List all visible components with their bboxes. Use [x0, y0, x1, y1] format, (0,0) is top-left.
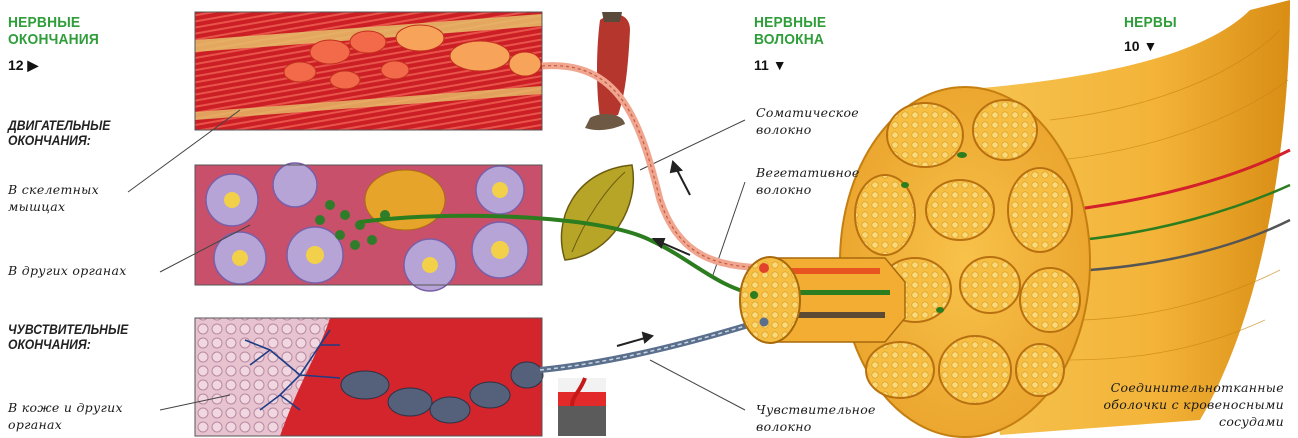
skeletal-label-line2: мышцах — [8, 198, 99, 215]
skin-label: В коже и других органах — [8, 399, 123, 433]
sheath-label-line1: Соединительнотканные — [1024, 379, 1284, 396]
sensory-fiber-label-line2: волокно — [756, 418, 876, 435]
somatic-label-line1: Соматическое — [756, 104, 859, 121]
fibers-heading: НЕРВНЫЕ ВОЛОКНА — [754, 14, 826, 48]
fiber-bundle — [740, 257, 905, 343]
somatic-fiber-label: Соматическое волокно — [756, 104, 859, 138]
sheath-label-line2: оболочки с кровеносными — [1024, 396, 1284, 413]
sheath-label-line3: сосудами — [1024, 413, 1284, 430]
skin-label-line1: В коже и других — [8, 399, 123, 416]
endings-heading-line1: НЕРВНЫЕ — [8, 14, 99, 31]
nerves-heading-line1: НЕРВЫ — [1124, 14, 1177, 31]
endings-heading: НЕРВНЫЕ ОКОНЧАНИЯ — [8, 14, 99, 48]
endings-ref: 12 ▶ — [8, 57, 38, 74]
sheath-label: Соединительнотканные оболочки с кровенос… — [1024, 379, 1284, 430]
sensory-fiber-label-line1: Чувствительное — [756, 401, 876, 418]
skin-panel — [195, 318, 543, 436]
skeletal-muscle-panel — [195, 12, 542, 130]
organ-icon — [561, 165, 633, 260]
endings-heading-line2: ОКОНЧАНИЯ — [8, 31, 99, 48]
skin-section-icon — [558, 378, 606, 436]
skin-label-line2: органах — [8, 416, 123, 433]
sensory-title-line1: ЧУВСТВИТЕЛЬНЫЕ — [8, 322, 128, 337]
nerves-ref: 10 ▼ — [1124, 38, 1157, 54]
motor-title-line2: ОКОНЧАНИЯ: — [8, 133, 110, 148]
sensory-title-line2: ОКОНЧАНИЯ: — [8, 337, 128, 352]
other-organs-label: В других органах — [8, 262, 127, 279]
sensory-fiber-label: Чувствительное волокно — [756, 401, 876, 435]
fibers-heading-line2: ВОЛОКНА — [754, 31, 826, 48]
skeletal-muscle-label: В скелетных мышцах — [8, 181, 99, 215]
vegetative-label-line2: волокно — [756, 181, 860, 198]
sensory-fiber — [540, 320, 765, 370]
motor-title-line1: ДВИГАТЕЛЬНЫЕ — [8, 118, 110, 133]
sensory-endings-title: ЧУВСТВИТЕЛЬНЫЕ ОКОНЧАНИЯ: — [8, 322, 128, 352]
skeletal-label-line1: В скелетных — [8, 181, 99, 198]
vegetative-label-line1: Вегетативное — [756, 164, 860, 181]
fibers-ref: 11 ▼ — [754, 57, 787, 73]
fibers-heading-line1: НЕРВНЫЕ — [754, 14, 826, 31]
somatic-label-line2: волокно — [756, 121, 859, 138]
vegetative-fiber-label: Вегетативное волокно — [756, 164, 860, 198]
nerve-trunk — [840, 0, 1290, 437]
nerves-heading: НЕРВЫ — [1124, 14, 1177, 31]
motor-endings-title: ДВИГАТЕЛЬНЫЕ ОКОНЧАНИЯ: — [8, 118, 110, 148]
